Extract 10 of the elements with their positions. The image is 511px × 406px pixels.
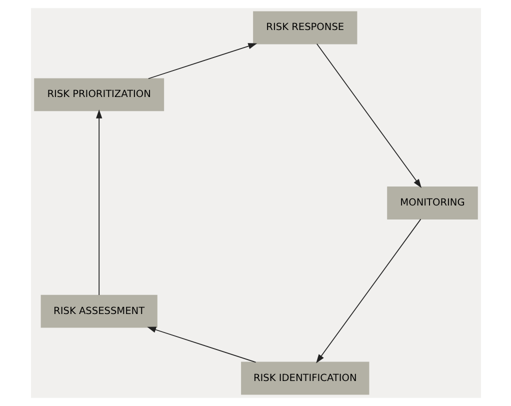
arrow: [316, 43, 422, 188]
arrow: [95, 110, 102, 296]
node-box: RISK IDENTIFICATION: [240, 362, 369, 395]
arrow: [316, 218, 421, 364]
arrow: [146, 326, 256, 363]
node-box: MONITORING: [386, 186, 478, 220]
node-box: RISK RESPONSE: [252, 11, 357, 44]
node-box: RISK ASSESSMENT: [40, 294, 157, 328]
arrow: [148, 43, 257, 80]
node-box: RISK PRIORITIZATION: [34, 78, 164, 112]
